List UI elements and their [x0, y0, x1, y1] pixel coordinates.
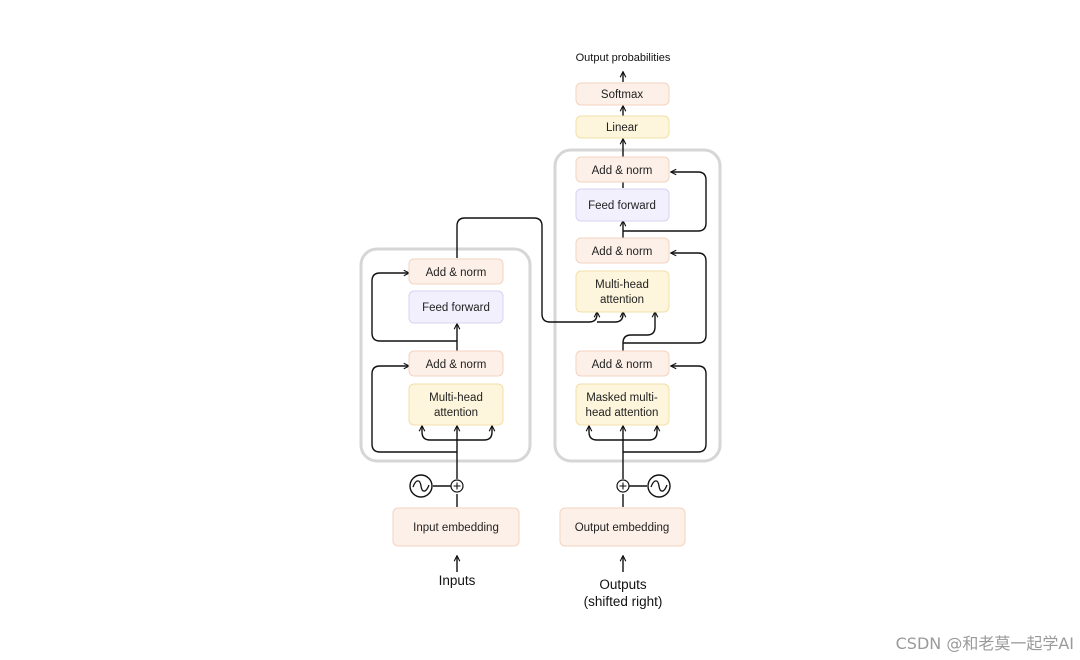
linear-label: Linear — [606, 122, 638, 134]
decoder-masked-attention-label-line2: head attention — [586, 407, 659, 419]
encoder-add-norm-top — [408, 258, 504, 285]
decoder-positional-encoding — [616, 474, 671, 498]
softmax-label: Softmax — [601, 89, 643, 101]
encoder-add-norm-bottom — [408, 350, 504, 377]
encoder-attention-label-line2: attention — [434, 407, 478, 419]
watermark: CSDN @和老莫一起学AI — [895, 634, 1074, 653]
decoder-masked-attention-label-line1: Masked multi- — [586, 392, 658, 404]
encoder-add-norm-top-label: Add & norm — [426, 267, 487, 279]
decoder-add-norm-bottom-label: Add & norm — [592, 359, 653, 371]
decoder-feed-forward — [575, 188, 670, 222]
decoder-wires — [589, 72, 707, 507]
decoder-add-norm-bottom — [575, 350, 670, 377]
input-embedding-label: Input embedding — [413, 522, 499, 534]
decoder-add-norm-top — [575, 156, 670, 183]
decoder-feed-forward-label: Feed forward — [588, 200, 656, 212]
encoder-attention-label-line1: Multi-head — [429, 392, 483, 404]
outputs-shifted-label: (shifted right) — [584, 594, 663, 609]
encoder-feed-forward — [408, 290, 504, 324]
encoder-feed-forward-label: Feed forward — [422, 302, 490, 314]
output-embedding-label: Output embedding — [575, 522, 670, 534]
encoder-add-norm-bottom-label: Add & norm — [426, 359, 487, 371]
softmax-block — [575, 82, 670, 106]
inputs-label: Inputs — [439, 573, 476, 588]
decoder-stack — [553, 148, 722, 463]
linear-block — [575, 115, 670, 139]
decoder-add-norm-mid — [575, 237, 670, 264]
encoder-stack — [359, 247, 532, 463]
decoder-masked-attention — [575, 383, 670, 426]
encoder-multi-head-attention — [408, 383, 504, 426]
decoder-cross-attention — [575, 270, 670, 313]
output-embedding — [559, 507, 686, 547]
encoder-positional-encoding — [409, 474, 464, 498]
input-embedding — [392, 507, 520, 547]
output-probabilities-label: Output probabilities — [576, 52, 671, 64]
encoder-wires — [371, 217, 623, 507]
outputs-label: Outputs — [599, 577, 647, 592]
decoder-cross-attention-label-line2: attention — [600, 294, 644, 306]
decoder-add-norm-top-label: Add & norm — [592, 165, 653, 177]
decoder-cross-attention-label-line1: Multi-head — [595, 279, 649, 291]
decoder-add-norm-mid-label: Add & norm — [592, 246, 653, 258]
